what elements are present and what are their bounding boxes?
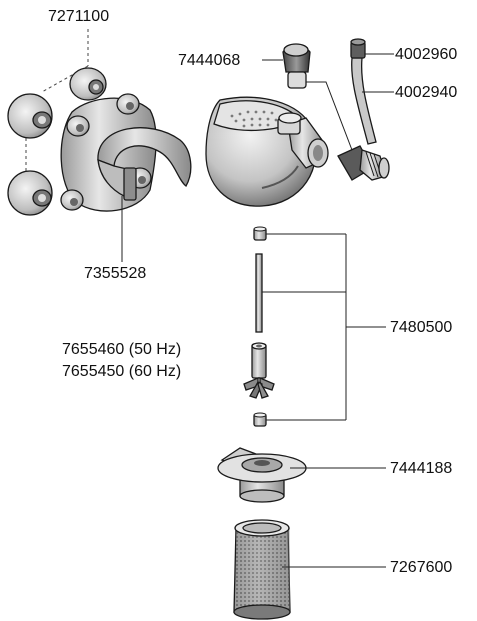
label-filter-cartridge: 7267600 [390, 559, 452, 576]
filter-cartridge-illustration [233, 519, 386, 620]
nozzle-illustration [262, 43, 353, 151]
filter-cover-illustration [217, 447, 386, 503]
label-hose: 4002940 [395, 84, 457, 101]
pump-head-illustration [205, 96, 329, 207]
label-impeller-60hz: 7655450 (60 Hz) [62, 363, 181, 380]
label-hose-connector: 4002960 [395, 46, 457, 63]
label-suction-cups: 7271100 [48, 8, 109, 25]
label-impeller-50hz: 7655460 (50 Hz) [62, 341, 181, 358]
label-nozzle: 7444068 [178, 52, 240, 69]
impeller-kit-illustration [243, 226, 386, 427]
label-impeller-kit: 7480500 [390, 319, 452, 336]
suction-cups-illustration [7, 29, 107, 216]
label-holder: 7355528 [84, 265, 146, 282]
connector-illustration [337, 145, 390, 181]
holder-bracket-illustration [60, 93, 192, 262]
hose-illustration [350, 38, 394, 145]
label-filter-cover: 7444188 [390, 460, 452, 477]
